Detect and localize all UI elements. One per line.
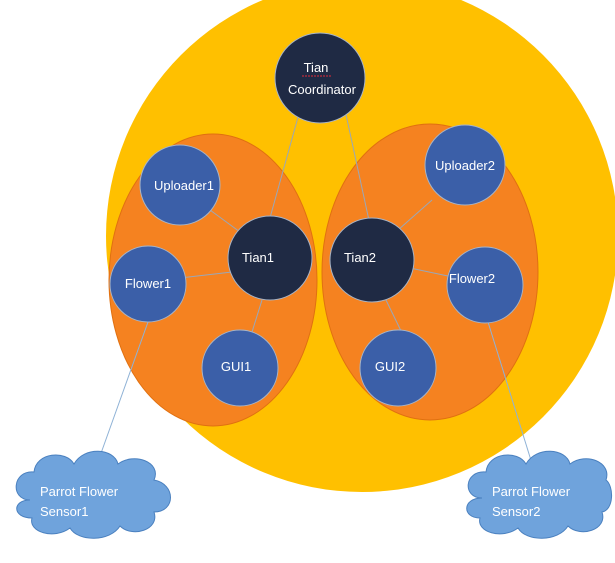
edge-tian2-gui2 <box>384 297 404 336</box>
node-coordinator: Tian Coordinator <box>274 32 366 124</box>
coordinator-label-line1: Tian <box>304 60 329 75</box>
sensor2-label-line2: Sensor2 <box>492 504 540 519</box>
uploader2-label: Uploader2 <box>435 158 495 173</box>
edge-tian2-flower2 <box>409 267 449 277</box>
tian2-label: Tian2 <box>344 250 376 265</box>
edge-coordinator-tian1 <box>267 109 301 226</box>
node-flower2: Flower2 <box>446 246 524 324</box>
gui1-label: GUI1 <box>221 359 251 374</box>
node-tian2: Tian2 <box>329 217 415 303</box>
sensor2-label-line1: Parrot Flower <box>492 484 571 499</box>
edge-tian1-uploader1 <box>209 209 241 233</box>
node-tian1: Tian1 <box>227 215 313 301</box>
coordinator-label-line2: Coordinator <box>288 82 357 97</box>
node-uploader2: Uploader2 <box>424 124 506 206</box>
edge-tian1-gui1 <box>251 299 263 333</box>
edge-flower1-sensor1 <box>94 321 149 471</box>
edge-tian2-uploader2 <box>397 199 433 231</box>
node-uploader1: Uploader1 <box>139 144 221 226</box>
node-flower1: Flower1 <box>109 245 187 323</box>
edge-coordinator-tian2 <box>344 109 371 226</box>
tian1-label: Tian1 <box>242 250 274 265</box>
cloud-sensor2 <box>466 450 612 539</box>
flower1-label: Flower1 <box>125 276 171 291</box>
gui2-label: GUI2 <box>375 359 405 374</box>
uploader1-label: Uploader1 <box>154 178 214 193</box>
sensor1-label-line2: Sensor1 <box>40 504 88 519</box>
edge-tian1-flower1 <box>179 271 233 279</box>
edge-flower2-sensor2 <box>487 321 535 471</box>
node-gui2: GUI2 <box>359 329 437 407</box>
node-gui1: GUI1 <box>201 329 279 407</box>
cloud-sensor1 <box>15 450 171 539</box>
sensor1-label-line1: Parrot Flower <box>40 484 119 499</box>
flower2-label: Flower2 <box>449 271 495 286</box>
